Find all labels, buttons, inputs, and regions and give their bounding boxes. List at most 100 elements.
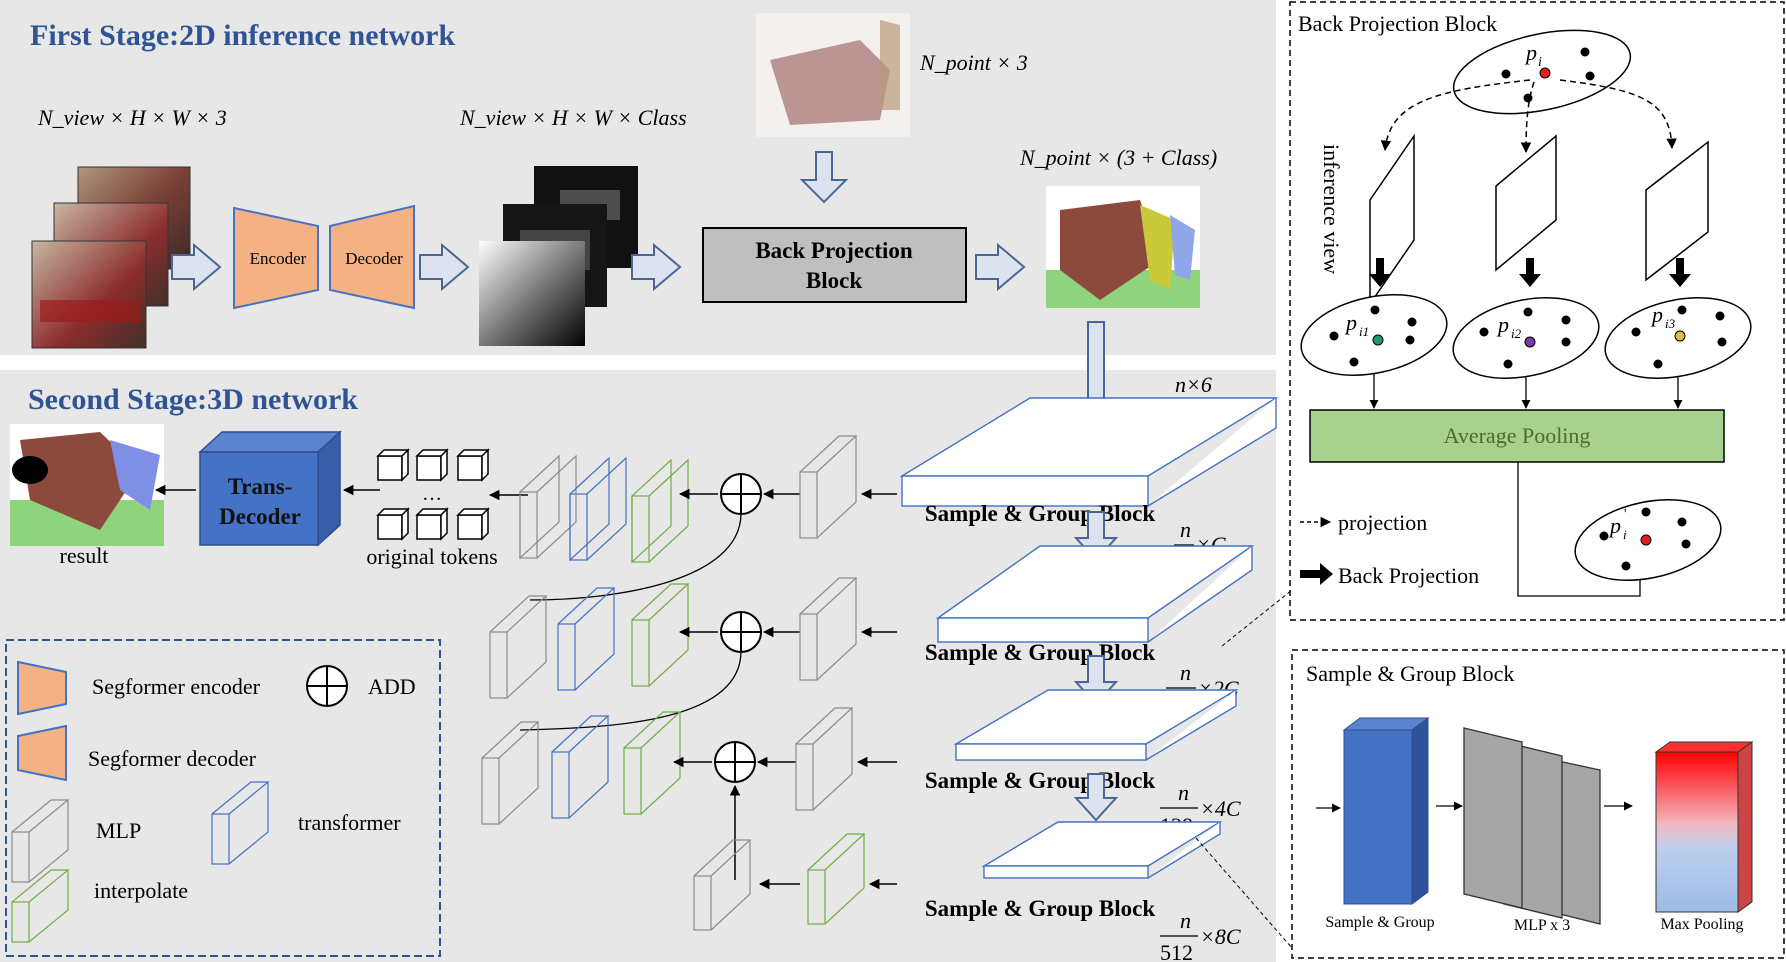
bp-projection-legend-label: projection	[1338, 510, 1427, 535]
bp-pi1-point	[1372, 334, 1384, 346]
dim-n6: n×6	[1175, 372, 1212, 397]
bp-result-point	[1640, 534, 1652, 546]
sg-sample-group-box	[1342, 717, 1430, 905]
point-cloud-image	[756, 13, 910, 137]
final-result-image	[10, 424, 164, 546]
avg-pooling-label: Average Pooling	[1444, 423, 1591, 448]
sg-panel-title: Sample & Group Block	[1306, 661, 1514, 686]
legend-transformer-label: transformer	[298, 810, 401, 835]
original-tokens	[376, 448, 490, 541]
output-dim-label: N_view × H × W × Class	[459, 105, 687, 130]
down-arrow-1	[799, 151, 849, 204]
legend-interpolate-icon	[11, 869, 70, 943]
bp-pi1: p	[1344, 310, 1357, 335]
legend-decoder-icon	[17, 724, 67, 782]
legend-encoder-icon	[17, 660, 67, 716]
trans-decoder-block[interactable]	[198, 430, 342, 547]
legend-add-label: ADD	[368, 674, 416, 699]
segmentation-masks	[479, 166, 638, 346]
legend-box	[5, 639, 441, 957]
row1-mlp-right	[799, 435, 858, 539]
bp-backproj-legend-label: Back Projection	[1338, 563, 1479, 588]
input-images	[31, 166, 191, 349]
sg-label-1: Sample & Group Block	[925, 501, 1155, 526]
result-dim-label: N_point × (3 + Class)	[1019, 145, 1217, 170]
bp-pool-arrows	[1369, 374, 1683, 409]
trans-decoder-label-1: Trans-	[228, 474, 293, 499]
legend-mlp-label: MLP	[96, 818, 141, 843]
skip-curve-2	[519, 651, 742, 731]
avg-pooling-block[interactable]	[1309, 409, 1725, 463]
original-tokens-label: original tokens	[366, 544, 497, 569]
input-dim-label: N_view × H × W × 3	[37, 105, 227, 130]
sg-mlp-boxes	[1463, 727, 1601, 925]
bp-pi-prime: p	[1608, 513, 1621, 538]
bp-pi3: p	[1650, 302, 1663, 327]
sg-slab-2	[935, 545, 1255, 643]
legend-add-icon	[306, 665, 348, 707]
block-arrow-2	[419, 242, 470, 292]
zoom-connectors	[1195, 589, 1293, 949]
stage1-title: First Stage:2D inference network	[30, 19, 455, 52]
bp-backproj-legend-arrow	[1300, 563, 1333, 585]
sg-mlp-label: MLP x 3	[1514, 917, 1570, 934]
add-circle-2	[720, 611, 762, 653]
dim4-mult: ×8C	[1200, 924, 1241, 949]
add-circle-1	[720, 473, 762, 515]
sg-sample-group-label: Sample & Group	[1325, 914, 1434, 931]
encoder-label: Encoder	[250, 249, 307, 268]
bp-view-points	[1329, 305, 1727, 369]
sg-label-4: Sample & Group Block	[925, 896, 1155, 921]
bp-inference-view-label: inference view	[1319, 144, 1344, 274]
bp-thick-arrows	[1369, 258, 1691, 287]
row2-mlp-right	[799, 577, 858, 681]
block-arrow-3	[631, 242, 682, 292]
add-circle-3	[714, 741, 756, 783]
bp-pi-sub: i	[1538, 55, 1542, 70]
bp-pi: p	[1524, 40, 1537, 65]
row3-mlp-right	[795, 707, 854, 811]
decoder-label: Decoder	[345, 249, 403, 268]
bp-pi2-sub: i2	[1511, 326, 1522, 341]
legend-decoder-label: Segformer decoder	[88, 746, 257, 771]
bp-pi-prime-mark: '	[1624, 507, 1627, 522]
back-projection-label-1: Back Projection	[755, 238, 913, 263]
legend-mlp-icon	[11, 799, 70, 883]
bp-projection-lines	[1380, 79, 1531, 152]
dim4-num: n	[1180, 908, 1191, 933]
result-label: result	[60, 543, 109, 568]
row4-mlp-interp	[693, 833, 866, 931]
bp-view-planes	[1369, 133, 1709, 307]
bp-pi3-point	[1674, 330, 1686, 342]
tokens-ellipsis: …	[422, 483, 442, 505]
input-image-1	[31, 240, 147, 349]
block-arrow-4	[975, 242, 1026, 292]
down-arrow-sg3	[1073, 773, 1119, 822]
segmented-point-cloud	[1046, 186, 1200, 308]
legend-transformer-icon	[211, 781, 270, 865]
bp-pi1-sub: i1	[1359, 324, 1369, 339]
sg-label-3: Sample & Group Block	[925, 768, 1155, 793]
mask-1	[479, 241, 585, 346]
bp-pi3-sub: i3	[1665, 316, 1676, 331]
sg-maxpool-label: Max Pooling	[1660, 916, 1743, 933]
dim3-mult: ×4C	[1200, 796, 1241, 821]
bp-pi2-point	[1524, 336, 1536, 348]
row2-mlp-transformer-interp	[489, 583, 690, 699]
legend-encoder-label: Segformer encoder	[92, 674, 261, 699]
back-projection-label-2: Block	[806, 268, 862, 293]
sg-slab-4	[981, 821, 1223, 879]
row1-mlp-transformer-interp	[519, 454, 689, 564]
bp-result-points	[1599, 507, 1691, 571]
bp-pi-prime-sub: i	[1623, 527, 1627, 542]
row3-mlp-transformer-interp	[481, 711, 682, 825]
sg-maxpool-box	[1654, 741, 1754, 913]
sg-slab-1	[899, 397, 1279, 507]
back-projection-block[interactable]	[702, 227, 967, 303]
skip-curve-1	[529, 513, 742, 601]
block-arrow-1	[171, 242, 222, 292]
sg-slab-3	[953, 689, 1239, 761]
point-dim-label: N_point × 3	[919, 50, 1028, 75]
encoder-shape	[233, 206, 319, 310]
